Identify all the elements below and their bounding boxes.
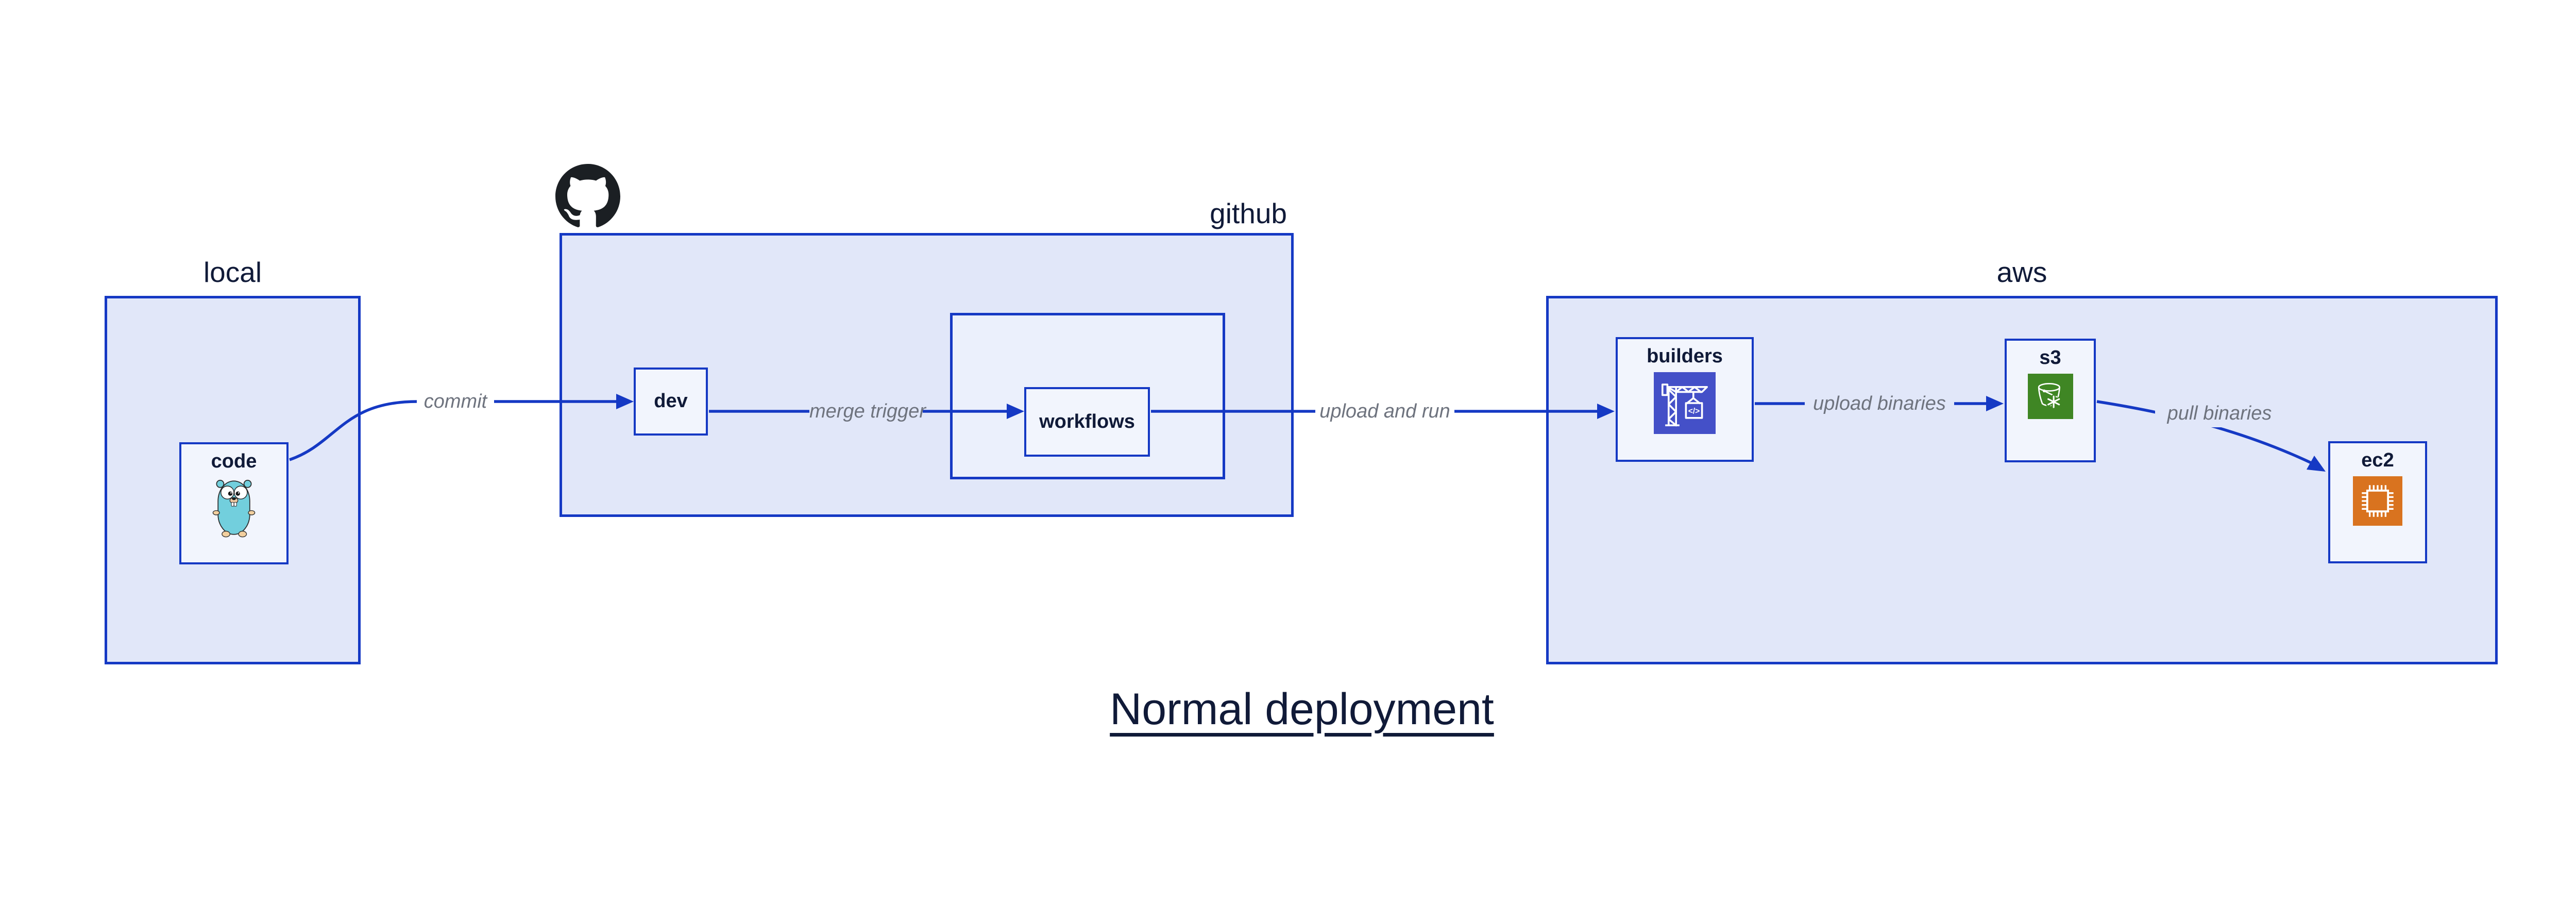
node-workflows: workflows (1024, 387, 1150, 457)
node-workflows-label: workflows (1039, 410, 1135, 432)
edge-label-commit: commit (417, 388, 494, 415)
codebuild-crane-icon: </> (1654, 372, 1716, 434)
ec2-chip-icon (2353, 476, 2402, 526)
container-label-github: github (1210, 197, 1287, 229)
diagram-title: Normal deployment (1110, 684, 1494, 734)
github-octocat-logo-icon (555, 164, 620, 229)
node-dev-label: dev (654, 390, 688, 412)
node-ec2-label: ec2 (2361, 449, 2394, 471)
edge-label-merge-trigger: merge trigger (809, 397, 926, 425)
node-builders-label: builders (1647, 345, 1723, 367)
go-gopher-icon (212, 479, 256, 538)
node-ec2: ec2 (2328, 441, 2427, 563)
edge-label-pull-binaries: pull binaries (2155, 399, 2284, 427)
node-dev: dev (634, 368, 708, 436)
node-s3-label: s3 (2039, 347, 2061, 369)
container-label-aws: aws (1996, 256, 2047, 288)
node-code-label: code (211, 450, 257, 472)
s3-glacier-bucket-icon (2027, 373, 2073, 419)
container-label-local: local (203, 256, 262, 288)
edge-label-upload-binaries: upload binaries (1805, 390, 1954, 417)
node-s3: s3 (2005, 339, 2096, 462)
edge-label-upload-and-run: upload and run (1315, 397, 1454, 425)
node-builders: builders </> (1616, 337, 1754, 462)
node-code: code (179, 442, 289, 564)
builders-code-glyph: </> (1688, 407, 1700, 415)
